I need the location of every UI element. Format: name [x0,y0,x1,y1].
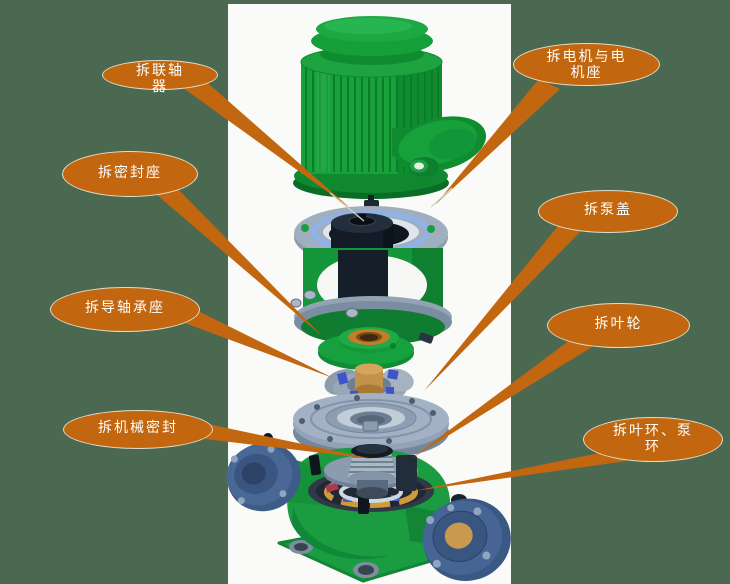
callout-ellipse [513,43,660,86]
callout-label: 拆机械密封 [98,419,178,435]
callout-label: 拆密封座 [98,164,162,180]
callout-ellipse [102,60,218,90]
callout-label: 拆电机与电机座 [546,48,627,80]
callout-leader-lines [150,70,627,491]
callout-remove-motor-and-seat: 拆电机与电机座 [513,43,660,86]
callout-remove-wear-ring-pump-ring: 拆叶环、泵环 [583,417,723,462]
callout-ellipse [583,417,723,462]
callout-ellipse [538,190,678,233]
callout-label: 拆泵盖 [584,201,632,217]
callout-remove-coupling: 拆联轴器 [102,60,218,94]
callout-label: 拆联轴器 [136,62,184,94]
callout-label: 拆叶环、泵环 [613,422,693,454]
discharge-flange [422,498,511,581]
motor-junction-box [392,116,487,177]
motor-seat-part [290,195,452,345]
callout-ellipse [547,303,690,348]
callout-remove-pump-cover: 拆泵盖 [538,190,678,233]
callout-label: 拆叶轮 [594,315,643,331]
callout-ellipse [62,151,198,197]
motor-part [293,16,487,199]
callout-remove-impeller: 拆叶轮 [547,303,690,348]
callout-remove-guide-bearing-seat: 拆导轴承座 [50,287,200,332]
pump-cover-part [293,393,449,459]
seal-seat-part [318,327,434,370]
callout-ellipse [63,410,213,449]
callout-remove-mechanical-seal: 拆机械密封 [63,410,213,449]
callout-label: 拆导轴承座 [85,299,165,315]
callout-ellipse [50,287,200,332]
mechanical-seal-part [348,444,417,499]
suction-flange [226,442,301,512]
callout-remove-seal-seat: 拆密封座 [62,151,198,197]
